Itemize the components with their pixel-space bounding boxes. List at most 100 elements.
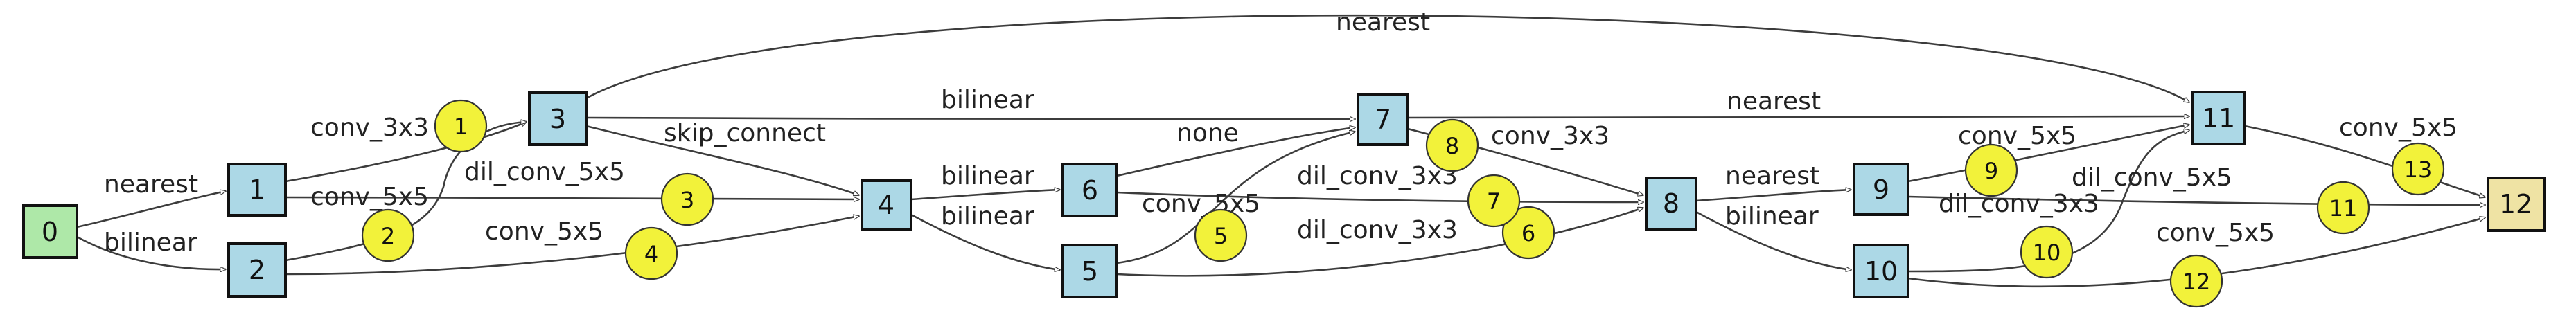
- edge-label-11-12: conv_5x5: [2339, 114, 2458, 142]
- edge-2-4: [285, 216, 859, 276]
- edge-label-2-4: conv_5x5: [485, 217, 603, 246]
- edge-marker-5: 5: [1194, 208, 1248, 262]
- edge-4-5: [910, 213, 1060, 270]
- edge-marker-7-label: 7: [1487, 188, 1501, 215]
- node-2-label: 2: [249, 255, 265, 285]
- node-12-label: 12: [2499, 189, 2532, 219]
- edge-label-5-8: dil_conv_3x3: [1297, 216, 1458, 244]
- edge-label-8-10: bilinear: [1725, 202, 1819, 231]
- edge-9-11: [1907, 125, 2189, 183]
- node-7: 7: [1357, 93, 1409, 146]
- nodes: 0 1 2 3 4 5 6 7 8 9 10 11 12: [22, 91, 2546, 298]
- node-3-label: 3: [549, 104, 566, 134]
- edge-4-6: [910, 190, 1060, 201]
- edge-marker-12: 12: [2169, 254, 2223, 308]
- edge-label-1-4: conv_5x5: [310, 183, 429, 211]
- edge-label-0-1: nearest: [104, 170, 198, 199]
- node-5: 5: [1061, 244, 1118, 298]
- node-4: 4: [861, 179, 912, 231]
- edge-label-10-12: conv_5x5: [2156, 219, 2275, 247]
- edge-label-5-7: conv_5x5: [1142, 190, 1260, 218]
- edge-marker-3: 3: [660, 172, 714, 226]
- edge-1-4: [285, 196, 859, 199]
- edge-label-7-11: nearest: [1727, 87, 1821, 116]
- edge-marker-4-label: 4: [644, 241, 658, 267]
- edge-7-11: [1407, 116, 2189, 118]
- edge-marker-1: 1: [434, 99, 488, 153]
- node-11-label: 11: [2202, 103, 2235, 134]
- node-7-label: 7: [1375, 105, 1391, 135]
- node-6: 6: [1061, 163, 1118, 217]
- node-0-label: 0: [42, 217, 58, 247]
- edge-6-8: [1116, 191, 1643, 202]
- edge-marker-4: 4: [624, 226, 678, 280]
- edge-label-3-11: nearest: [1336, 8, 1430, 37]
- node-11: 11: [2191, 91, 2246, 145]
- edge-6-7: [1116, 127, 1355, 177]
- edge-label-2-3: dil_conv_5x5: [464, 158, 625, 186]
- edge-marker-12-label: 12: [2182, 269, 2211, 295]
- edge-label-1-3: conv_3x3: [310, 114, 429, 142]
- edge-marker-3-label: 3: [680, 187, 694, 213]
- edge-0-1: [76, 191, 226, 228]
- edge-0-2: [76, 235, 226, 269]
- edge-marker-13-label: 13: [2404, 156, 2433, 183]
- node-0: 0: [22, 204, 78, 259]
- edge-label-6-8: dil_conv_3x3: [1297, 162, 1458, 190]
- edge-marker-11: 11: [2316, 181, 2370, 235]
- edge-label-3-4: skip_connect: [664, 119, 826, 147]
- edge-marker-13: 13: [2391, 142, 2445, 196]
- edge-11-12: [2244, 125, 2485, 197]
- edge-3-11: [576, 14, 2189, 105]
- edge-5-7: [1116, 132, 1355, 264]
- edge-marker-10: 10: [2020, 225, 2074, 279]
- edge-10-11: [1907, 130, 2189, 273]
- node-8-label: 8: [1663, 188, 1679, 219]
- edge-label-4-5: bilinear: [941, 202, 1034, 231]
- node-9-label: 9: [1873, 174, 1889, 205]
- edge-8-10: [1695, 210, 1851, 270]
- edge-1-3: [285, 120, 527, 183]
- edge-marker-8: 8: [1425, 118, 1479, 172]
- edge-marker-6-label: 6: [1521, 220, 1535, 246]
- node-4-label: 4: [878, 190, 894, 220]
- node-10: 10: [1853, 244, 1909, 298]
- edge-marker-10-label: 10: [2033, 240, 2061, 266]
- edge-label-3-7: bilinear: [941, 86, 1034, 114]
- edge-label-6-7: none: [1176, 119, 1239, 147]
- edge-9-12: [1907, 195, 2485, 205]
- edge-3-4: [585, 125, 859, 195]
- node-5-label: 5: [1082, 256, 1098, 287]
- edge-markers: 1 2 3 4 5 6 7 8 9 10 11 12 13: [361, 99, 2445, 308]
- edge-marker-8-label: 8: [1445, 133, 1459, 159]
- edge-marker-6: 6: [1501, 206, 1555, 260]
- edge-label-10-11: dil_conv_3x3: [1939, 190, 2099, 218]
- node-2: 2: [227, 242, 287, 298]
- edge-label-4-6: bilinear: [941, 162, 1034, 190]
- edge-marker-7: 7: [1467, 174, 1521, 228]
- edge-label-0-2: bilinear: [104, 228, 197, 257]
- node-1: 1: [227, 163, 287, 217]
- node-6-label: 6: [1082, 175, 1098, 206]
- edge-marker-1-label: 1: [454, 114, 468, 140]
- edge-labels: nearest bilinear conv_3x3 conv_5x5 dil_c…: [104, 8, 2458, 257]
- edge-5-8: [1116, 208, 1643, 277]
- edge-marker-9-label: 9: [1984, 158, 1998, 184]
- node-1-label: 1: [249, 174, 265, 205]
- node-12: 12: [2487, 177, 2546, 232]
- edge-marker-9: 9: [1964, 143, 2018, 197]
- edge-marker-2-label: 2: [381, 223, 395, 249]
- edge-label-9-12: dil_conv_5x5: [2072, 163, 2232, 192]
- node-9: 9: [1853, 163, 1909, 216]
- edge-label-8-9: nearest: [1725, 162, 1819, 190]
- node-10-label: 10: [1864, 256, 1898, 287]
- node-8: 8: [1645, 177, 1697, 231]
- edge-3-7: [585, 118, 1355, 119]
- edge-marker-5-label: 5: [1214, 223, 1228, 249]
- edge-label-7-8: conv_3x3: [1491, 122, 1609, 150]
- edge-label-9-11: conv_5x5: [1958, 122, 2076, 150]
- node-3: 3: [528, 91, 588, 146]
- edges: [76, 14, 2485, 288]
